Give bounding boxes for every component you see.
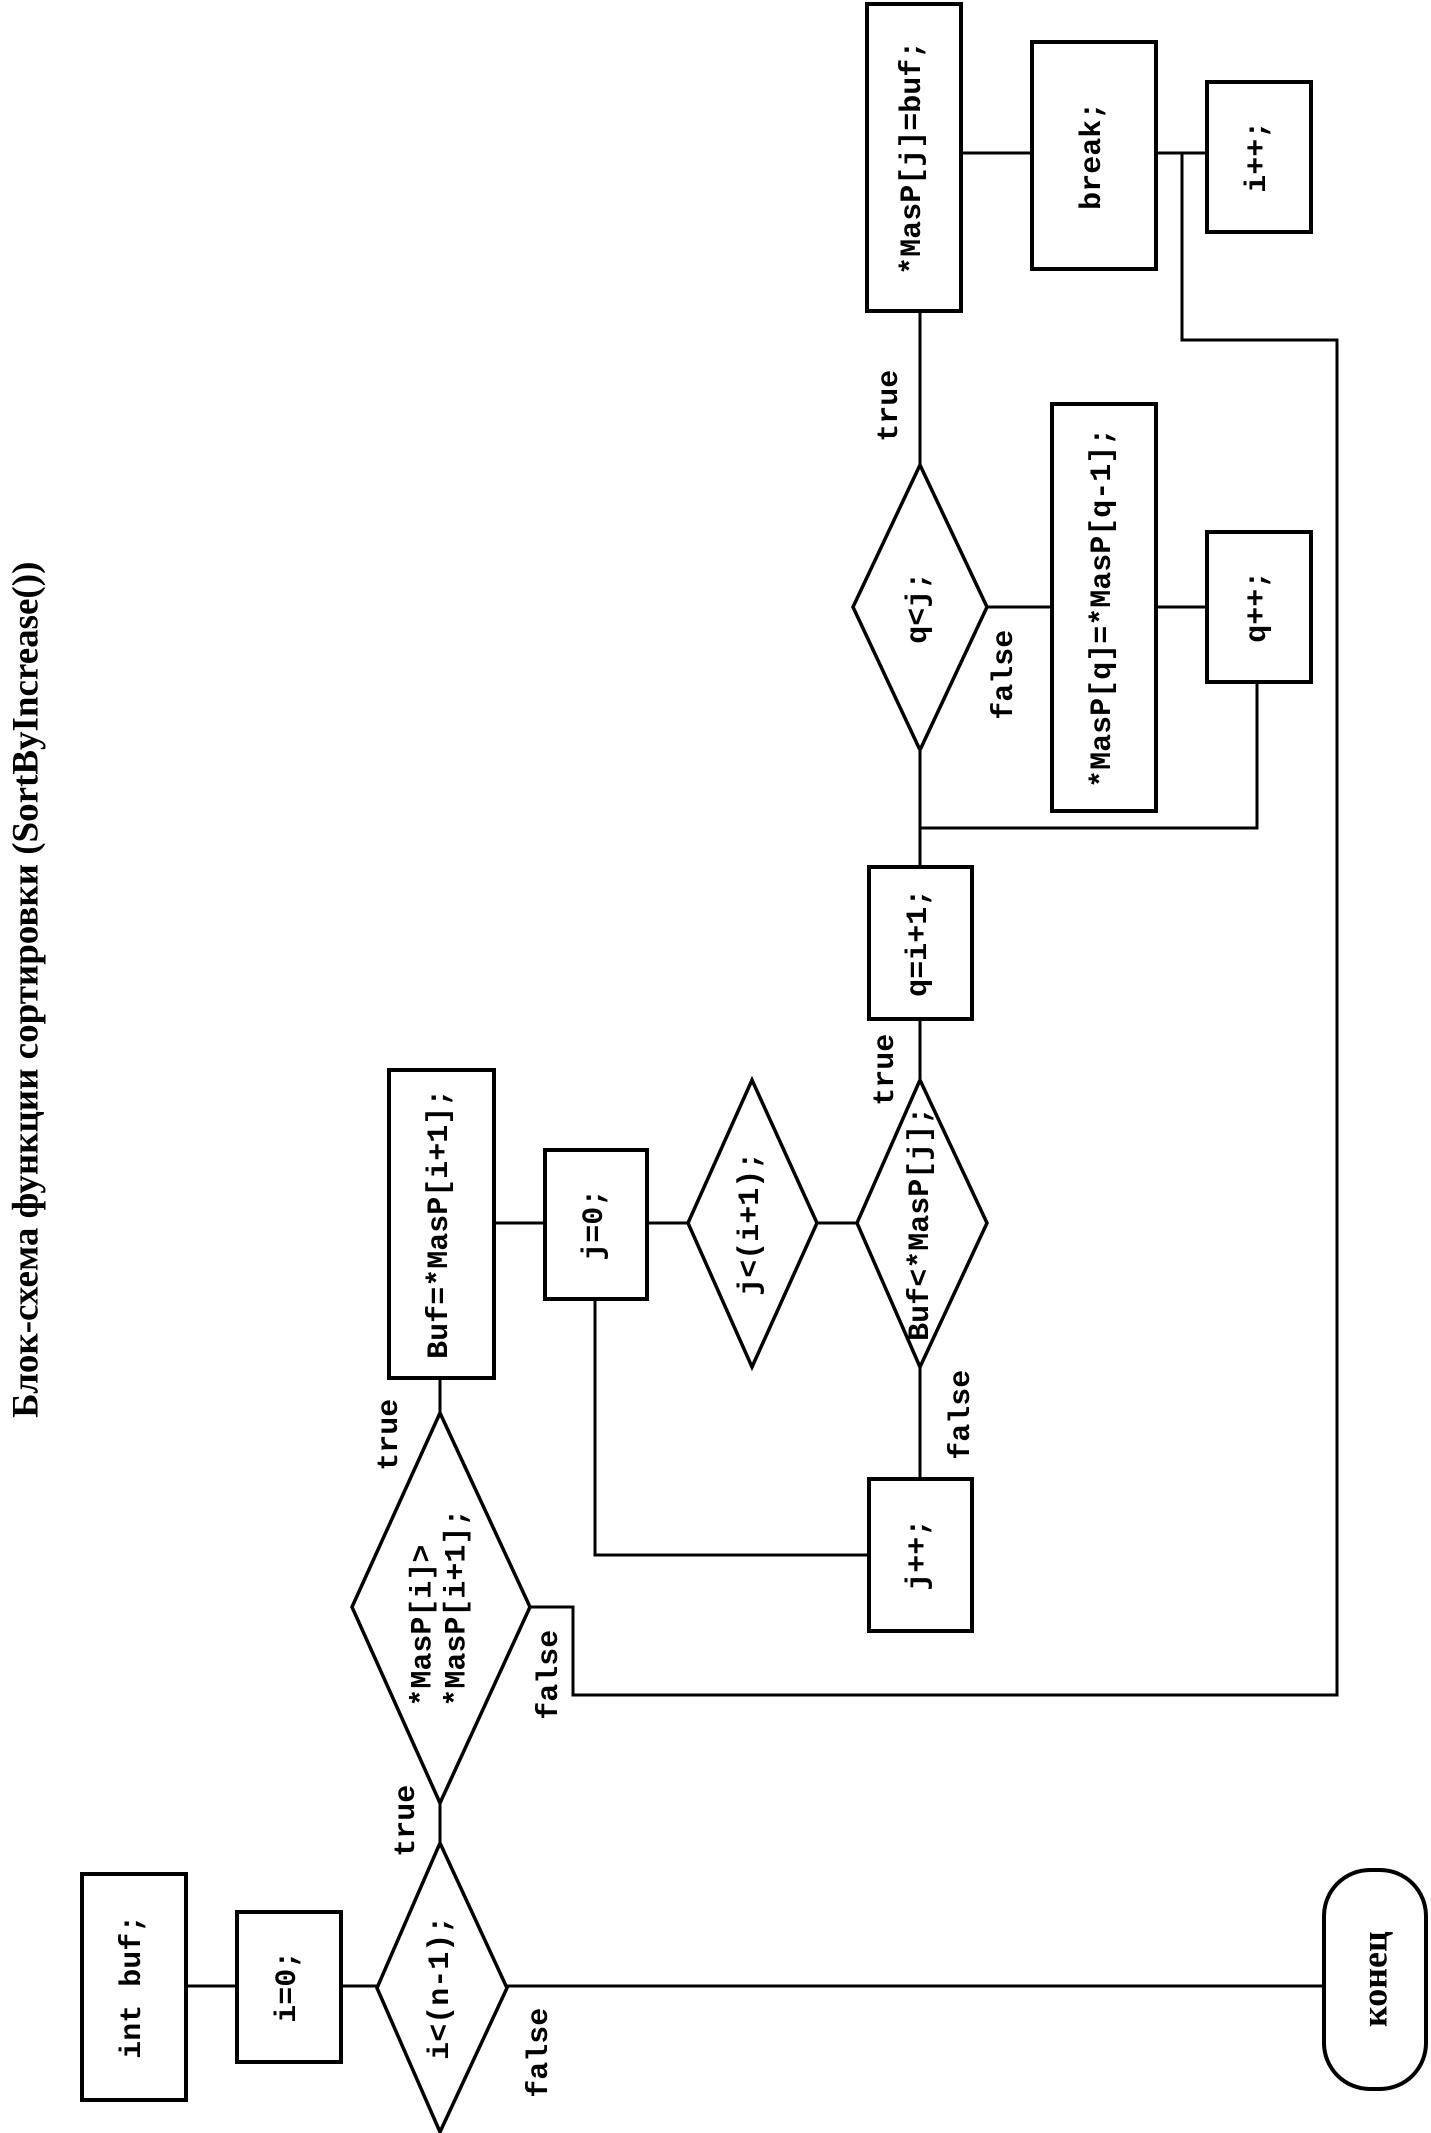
process-label-shift: *MasP[q]=*MasP[q-1];: [1086, 427, 1121, 788]
edge-label-buf-true: true: [857, 1020, 917, 1120]
page-title: Блок-схема функции сортировки (SortByInc…: [0, 530, 52, 1450]
process-box-i-increment: i++;: [1205, 80, 1313, 234]
process-box-i-init: i=0;: [235, 1910, 343, 2064]
process-box-q-increment: q++;: [1205, 530, 1313, 684]
terminator-end-label: конец: [1354, 1931, 1395, 2028]
edge-label-q-true: true: [861, 356, 921, 456]
process-box-q-init: q=i+1;: [867, 865, 974, 1021]
page-title-text: Блок-схема функции сортировки (SortByInc…: [5, 561, 47, 1419]
process-box-j-init: j=0;: [543, 1148, 649, 1301]
edge-label-q-false: false: [976, 623, 1036, 727]
edge-label-i-false: false: [511, 2003, 571, 2103]
decision-diamond-j-cond: [686, 1075, 819, 1372]
process-label-i-init: i=0;: [271, 1950, 306, 2024]
process-label-j-init: j=0;: [578, 1188, 613, 1261]
edge-label-buf-false: false: [933, 1363, 993, 1467]
process-label-buf-assign: Buf=*MasP[i+1];: [423, 1088, 458, 1360]
decision-label-i-cond: i<(n-1);: [377, 1843, 507, 2132]
edge-condswap-false-bypass: [530, 153, 1339, 1697]
process-label-int-buf: int buf;: [116, 1914, 151, 2060]
decision-text-j-cond: j<(i+1);: [734, 1151, 769, 1296]
decision-text-swap-cond: *MasP[i]> *MasP[i+1];: [406, 1508, 475, 1708]
decision-diamond-swap-cond: [350, 1408, 532, 1808]
decision-label-q-cond: q<j;: [853, 465, 987, 750]
process-label-q-increment: q++;: [1241, 570, 1276, 644]
edge-label-i-true: true: [378, 1771, 438, 1871]
decision-text-buf-cond: Buf<*MasP[j];: [904, 1106, 939, 1341]
edge-label-swap-false-text: false: [533, 1629, 568, 1721]
process-label-break: break;: [1076, 101, 1111, 210]
edge-label-q-true-text: true: [873, 369, 908, 443]
process-label-i-increment: i++;: [1241, 120, 1276, 194]
edge-jpp-loopback-to-j0: [593, 1300, 867, 1557]
edge-label-buf-true-text: true: [869, 1033, 904, 1107]
process-box-int-buf: int buf;: [80, 1872, 188, 2102]
edge-label-swap-true: true: [361, 1385, 421, 1485]
edge-label-i-true-text: true: [390, 1784, 425, 1858]
process-box-place-buf: *MasP[j]=buf;: [865, 2, 963, 313]
edge-label-i-false-text: false: [523, 2007, 558, 2099]
process-box-buf-assign: Buf=*MasP[i+1];: [387, 1068, 496, 1380]
edge-label-swap-false: false: [521, 1623, 581, 1727]
decision-label-j-cond: j<(i+1);: [688, 1080, 817, 1367]
decision-diamond-q-cond: [851, 460, 989, 755]
terminator-end: конец: [1322, 1868, 1428, 2091]
edge-label-buf-false-text: false: [945, 1369, 980, 1461]
process-box-j-increment: j++;: [867, 1477, 974, 1633]
edge-label-q-false-text: false: [988, 629, 1023, 721]
process-label-j-increment: j++;: [902, 1518, 937, 1592]
process-label-place-buf: *MasP[j]=buf;: [896, 40, 931, 275]
edge-qpp-loopback-to-condq: [920, 683, 1259, 830]
process-box-break: break;: [1030, 40, 1158, 271]
edge-label-swap-true-text: true: [373, 1398, 408, 1472]
process-label-q-init: q=i+1;: [902, 888, 937, 998]
decision-diamond-i-cond: [375, 1838, 509, 2133]
decision-text-q-cond: q<j;: [902, 571, 937, 644]
process-box-shift: *MasP[q]=*MasP[q-1];: [1050, 402, 1158, 813]
decision-text-i-cond: i<(n-1);: [424, 1915, 459, 2060]
decision-diamond-buf-cond: [855, 1075, 989, 1372]
decision-label-buf-cond: Buf<*MasP[j];: [857, 1080, 987, 1367]
